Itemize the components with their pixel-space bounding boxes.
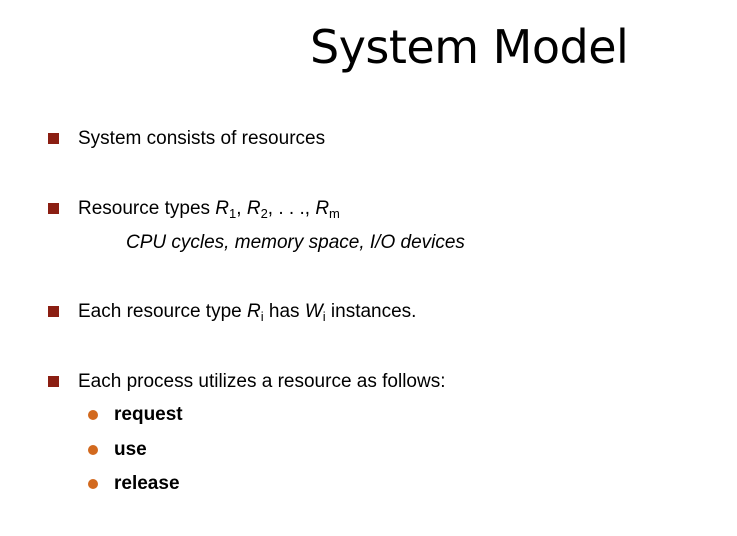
bullet-marker-2 [48, 203, 59, 214]
resource-ellipsis: , . . ., [267, 198, 316, 219]
resource-ri-sub: i [260, 309, 264, 324]
bullet-text-4: Each process utilizes a resource as foll… [78, 371, 446, 392]
bullet-text-2: Resource types R1, R2, . . ., Rm [78, 197, 340, 226]
resource-examples: CPU cycles, memory space, I/O devices [126, 232, 465, 253]
bullet-marker-3 [48, 306, 59, 317]
instances-wi-sub: i [322, 309, 326, 324]
slide-title: System Model [310, 20, 629, 74]
step-release: release [114, 473, 180, 494]
step-request: request [114, 404, 183, 425]
resource-r1: R [215, 198, 230, 219]
instances-prefix: Each resource type [78, 301, 247, 322]
bullet-text-3: Each resource type Ri has Wi instances. [78, 300, 416, 329]
resource-r1-sub: 1 [229, 206, 237, 221]
bullet-marker-4 [48, 376, 59, 387]
resource-rm-sub: m [329, 206, 340, 221]
step-marker-1 [88, 410, 98, 420]
step-marker-3 [88, 479, 98, 489]
instances-wi: W [304, 301, 323, 322]
resource-ri: R [246, 301, 261, 322]
step-marker-2 [88, 445, 98, 455]
resource-rm: R [315, 198, 330, 219]
instances-has: has [263, 301, 305, 322]
resource-r2: R [246, 198, 261, 219]
resource-comma: , [236, 198, 247, 219]
instances-suffix: instances. [325, 301, 417, 322]
bullet-marker-1 [48, 133, 59, 144]
resource-r2-sub: 2 [260, 206, 268, 221]
bullet-text-1: System consists of resources [78, 128, 326, 149]
step-use: use [114, 439, 147, 460]
resource-types-prefix: Resource types [78, 198, 216, 219]
